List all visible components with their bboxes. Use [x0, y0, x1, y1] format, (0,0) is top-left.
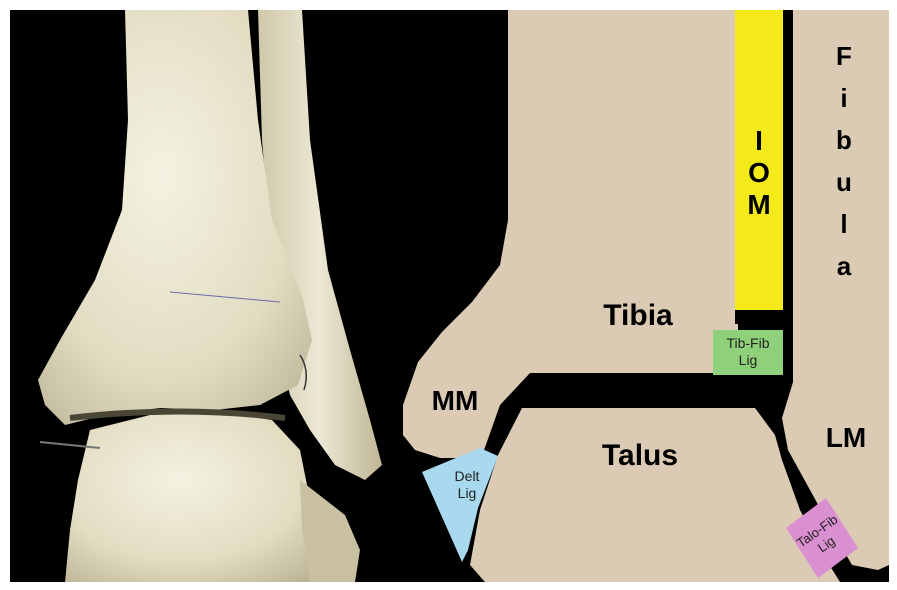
delt-lig-line: Delt	[455, 468, 480, 484]
fibula-letter: i	[840, 83, 847, 113]
fibula-letter: u	[836, 167, 852, 197]
photo-talus	[65, 412, 320, 582]
tibia-label: Tibia	[603, 299, 673, 332]
fibula-letter: b	[836, 125, 852, 155]
mm-label: MM	[432, 385, 479, 416]
tib-fib-lig-line: Lig	[739, 352, 758, 368]
fibula-letter: F	[836, 41, 852, 71]
talus-label: Talus	[602, 439, 678, 472]
fibula-letter: a	[837, 251, 852, 281]
fibula-letter: l	[840, 209, 847, 239]
skeleton-photo	[10, 10, 405, 582]
tib-fib-lig-line: Tib-Fib	[726, 335, 769, 351]
iom-letter: I	[755, 125, 763, 156]
schematic-diagram: F i b u l a I O M Tibia Talus MM LM Tib-…	[403, 10, 889, 582]
fibula-shape	[782, 10, 889, 570]
delt-lig-line: Lig	[458, 485, 477, 501]
lm-label: LM	[826, 422, 866, 453]
figure-frame: F i b u l a I O M Tibia Talus MM LM Tib-…	[10, 10, 889, 582]
delt-lig-label: Delt Lig	[455, 468, 480, 501]
ankle-figure: F i b u l a I O M Tibia Talus MM LM Tib-…	[10, 10, 889, 582]
talus-shape	[470, 408, 840, 582]
iom-letter: M	[747, 189, 770, 220]
iom-letter: O	[748, 157, 770, 188]
